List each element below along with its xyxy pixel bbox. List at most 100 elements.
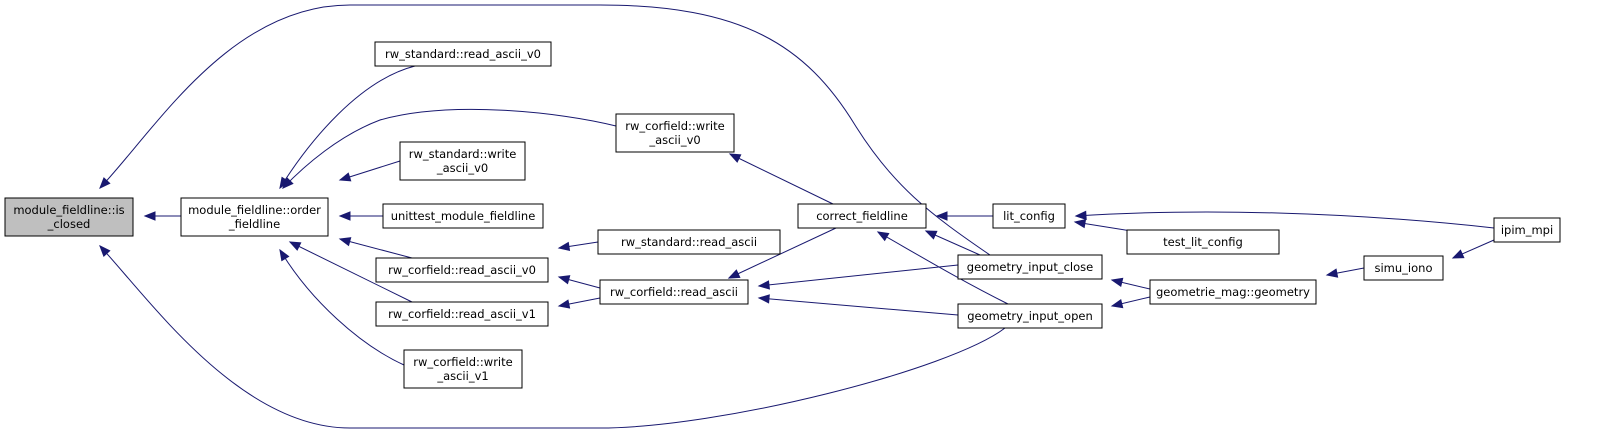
arrowhead [279, 248, 290, 262]
node-box [1126, 229, 1280, 255]
arrowhead [338, 211, 351, 221]
node-label: rw_corfield::write [625, 119, 724, 133]
node-box [4, 197, 134, 237]
nodes-layer: module_fieldline::is_closedmodule_fieldl… [4, 41, 1561, 389]
node-box [597, 229, 781, 255]
edge-lit_config-to-correct_fieldline [935, 211, 993, 221]
node-ipim-mpi[interactable]: ipim_mpi [1493, 217, 1561, 243]
edge-std_write_ascii_v0-to-order_fieldline [338, 160, 401, 182]
node-std-write-ascii-v0[interactable]: rw_standard::write_ascii_v0 [399, 141, 526, 181]
node-cor-write-ascii-v0[interactable]: rw_corfield::write_ascii_v0 [615, 113, 735, 153]
arrowhead [99, 177, 111, 189]
arrowhead [338, 172, 352, 182]
edge-line [877, 231, 1009, 305]
node-label: simu_iono [1375, 261, 1433, 275]
node-test-lit-config[interactable]: test_lit_config [1126, 229, 1280, 255]
node-is-closed[interactable]: module_fieldline::is_closed [4, 197, 134, 237]
node-box [375, 257, 549, 283]
node-label: module_fieldline::order [188, 203, 321, 217]
node-box [374, 41, 552, 67]
arrowhead [282, 177, 294, 189]
node-cor-read-ascii-v0[interactable]: rw_corfield::read_ascii_v0 [375, 257, 549, 283]
edge-line [758, 264, 959, 287]
node-label: lit_config [1003, 209, 1055, 223]
arrowhead [757, 294, 770, 304]
arrowhead [143, 211, 156, 221]
node-label: module_fieldline::is [13, 203, 124, 217]
arrowhead [924, 230, 938, 240]
edge-line [339, 238, 413, 259]
node-cor-read-ascii-v1[interactable]: rw_corfield::read_ascii_v1 [375, 301, 549, 327]
edge-cor_read_ascii_v1-to-order_fieldline [288, 241, 413, 303]
arrowhead [557, 275, 571, 285]
node-box [1493, 217, 1561, 243]
node-box [957, 254, 1103, 280]
node-label: ipim_mpi [1501, 223, 1553, 237]
node-label: rw_corfield::read_ascii_v0 [388, 263, 536, 277]
edge-line [279, 249, 405, 366]
node-box [375, 301, 549, 327]
arrowhead [338, 237, 352, 247]
edge-std_read_ascii_v0-to-order_fieldline [279, 65, 416, 190]
node-box [1149, 279, 1317, 305]
arrowhead [1110, 298, 1124, 309]
edge-geometry_input_close-to-correct_fieldline [924, 230, 981, 256]
node-lit-config[interactable]: lit_config [992, 203, 1066, 229]
edge-cor_write_ascii_v0-to-order_fieldline [282, 108, 617, 189]
node-label: geometry_input_close [967, 260, 1093, 274]
node-label: geometry_input_open [967, 309, 1093, 323]
node-box [992, 203, 1066, 229]
arrowhead [935, 211, 948, 221]
node-label: correct_fieldline [816, 209, 908, 223]
arrowhead [727, 269, 741, 279]
node-order-fieldline[interactable]: module_fieldline::order_fieldline [180, 197, 329, 237]
edge-line [339, 160, 401, 181]
edge-std_read_ascii-to-cor_read_ascii_v0 [557, 241, 599, 252]
node-label: rw_corfield::write [413, 355, 512, 369]
node-box [403, 349, 523, 389]
node-label: test_lit_config [1163, 235, 1243, 249]
node-std-read-ascii-v0[interactable]: rw_standard::read_ascii_v0 [374, 41, 552, 67]
node-std-read-ascii[interactable]: rw_standard::read_ascii [597, 229, 781, 255]
edge-cor_read_ascii_v0-to-order_fieldline [338, 237, 413, 259]
node-label: _closed [47, 217, 91, 231]
node-cor-read-ascii[interactable]: rw_corfield::read_ascii [599, 279, 749, 305]
edge-line [289, 241, 413, 303]
node-label: _ascii_v1 [436, 369, 488, 383]
node-box [1363, 255, 1444, 281]
node-correct-fieldline[interactable]: correct_fieldline [797, 203, 927, 229]
node-geometry-input-open[interactable]: geometry_input_open [957, 303, 1103, 329]
node-box [382, 203, 544, 229]
arrowhead [288, 241, 302, 251]
node-box [399, 141, 526, 181]
node-label: rw_standard::read_ascii [621, 235, 757, 249]
edge-geometry_input_open-to-is_closed [99, 245, 1006, 429]
edge-correct_fieldline-to-cor_write_ascii_v0 [728, 153, 834, 205]
arrowhead [876, 231, 890, 242]
edges-layer [99, 4, 1495, 429]
arrowhead [99, 245, 111, 257]
node-label: rw_corfield::read_ascii [610, 285, 738, 299]
edge-simu_iono-to-geometrie_mag [1325, 267, 1365, 278]
edge-ipim_mpi-to-simu_iono [1451, 239, 1495, 259]
node-box [615, 113, 735, 153]
edge-geometry_input_close-to-cor_read_ascii [757, 264, 959, 290]
node-unittest[interactable]: unittest_module_fieldline [382, 203, 544, 229]
edge-geometry_input_open-to-correct_fieldline [876, 231, 1009, 305]
node-label: _ascii_v0 [648, 133, 700, 147]
node-simu-iono[interactable]: simu_iono [1363, 255, 1444, 281]
edge-unittest-to-order_fieldline [338, 211, 383, 221]
node-box [599, 279, 749, 305]
edge-line [99, 245, 1006, 429]
node-label: unittest_module_fieldline [391, 209, 536, 223]
edge-line [729, 153, 834, 205]
node-geometry-input-close[interactable]: geometry_input_close [957, 254, 1103, 280]
arrowhead [757, 280, 770, 290]
node-label: rw_standard::write [409, 147, 517, 161]
node-cor-write-ascii-v1[interactable]: rw_corfield::write_ascii_v1 [403, 349, 523, 389]
node-geometrie-mag[interactable]: geometrie_mag::geometry [1149, 279, 1317, 305]
arrowhead [1451, 249, 1465, 259]
arrowhead [1325, 268, 1339, 278]
edge-cor_read_ascii-to-cor_read_ascii_v0 [557, 275, 601, 289]
